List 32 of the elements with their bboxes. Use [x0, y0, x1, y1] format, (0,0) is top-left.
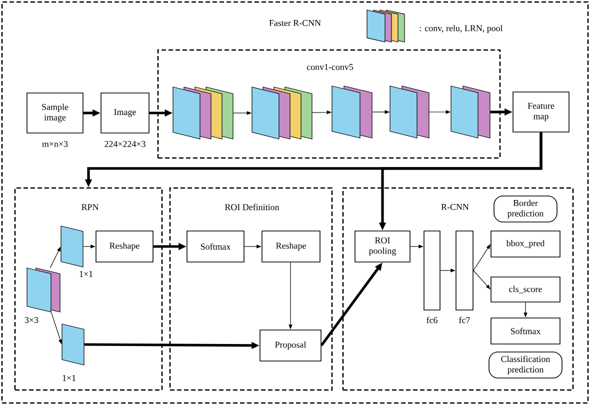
group-frame: conv1-conv5	[157, 49, 501, 159]
feature-map-stack	[62, 324, 84, 366]
process-box: Image	[100, 92, 150, 134]
legend-text: : conv, relu, LRN, pool	[420, 24, 503, 34]
process-box: ROI pooling	[354, 230, 410, 262]
feature-map-stack	[172, 86, 234, 140]
rounded-label: Classification prediction	[488, 352, 562, 378]
process-box: Sample image	[26, 92, 84, 134]
process-box: cls_score	[490, 276, 560, 302]
size-label: fc7	[459, 316, 470, 324]
feature-map-stack	[26, 268, 60, 312]
size-label: 1×1	[80, 271, 92, 277]
process-box: Softmax	[186, 230, 244, 262]
feature-map-stack	[252, 86, 312, 140]
size-label: m×n×3	[42, 141, 68, 148]
rounded-label: Border prediction	[494, 196, 558, 222]
size-label: 224×224×3	[104, 141, 146, 148]
process-box: Proposal	[260, 330, 322, 362]
feature-map-stack	[60, 226, 84, 268]
process-box: Reshape	[262, 230, 320, 262]
feature-map-stack	[390, 86, 430, 138]
process-box: Reshape	[96, 230, 154, 262]
layer-bar	[424, 230, 440, 310]
size-label: fc6	[426, 316, 438, 324]
process-box: bbox_pred	[490, 230, 560, 258]
feature-map-stack	[332, 86, 372, 138]
layer-bar	[456, 230, 474, 310]
feature-map-stack	[450, 86, 490, 138]
process-box: Softmax	[490, 318, 560, 344]
size-label: 3×3	[24, 317, 38, 324]
process-box: Feature map	[512, 92, 570, 132]
size-label: 1×1	[62, 375, 76, 381]
